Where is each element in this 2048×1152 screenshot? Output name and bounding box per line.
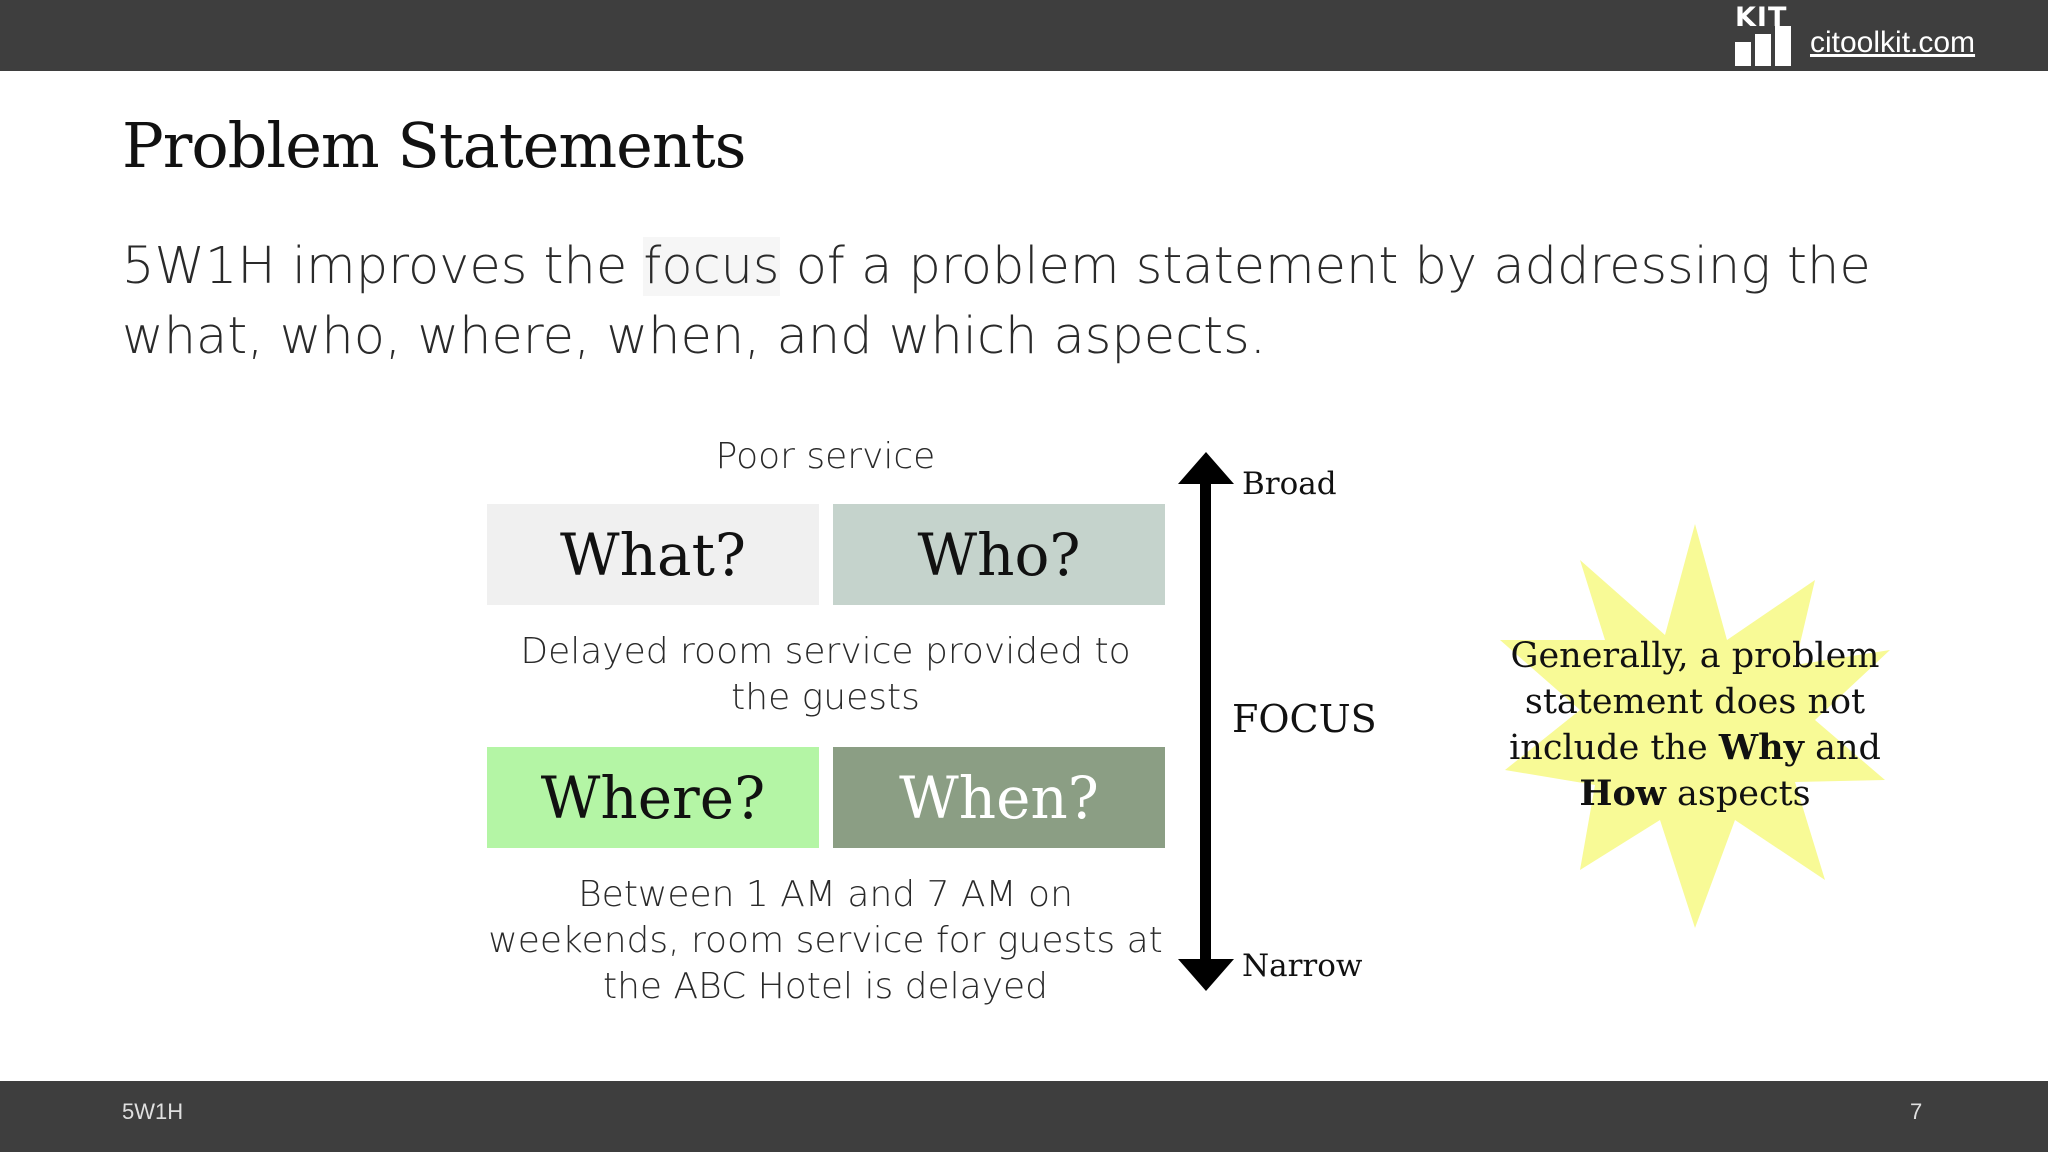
- how-word: How: [1579, 773, 1666, 814]
- why-word: Why: [1718, 727, 1804, 768]
- axis-narrow-label: Narrow: [1242, 948, 1363, 984]
- starburst-polygon: [1500, 524, 1890, 928]
- level-broad-text: Poor service: [715, 436, 936, 477]
- level-narrow-text: Between 1 AM and 7 AM on weekends, room …: [488, 874, 1163, 1007]
- top-bar: [0, 0, 2048, 71]
- kit-logo: KIT: [1733, 4, 1795, 66]
- arrow-up-icon: [1178, 452, 1234, 484]
- site-link[interactable]: citoolkit.com: [1810, 26, 1976, 59]
- callout-note: Generally, a problem statement does not …: [1509, 636, 1881, 814]
- what-label: What?: [560, 520, 746, 589]
- page-title: Problem Statements: [122, 109, 746, 182]
- when-label: When?: [899, 763, 1099, 832]
- when-box: When?: [833, 747, 1165, 848]
- who-label: Who?: [917, 520, 1081, 589]
- what-box: What?: [487, 504, 819, 605]
- subtitle: 5W1H improves the focus of a problem sta…: [122, 237, 1871, 366]
- page-number: 7: [1910, 1099, 1923, 1124]
- focus-axis: [1200, 480, 1211, 962]
- where-box: Where?: [487, 747, 819, 848]
- starburst-shape: [1500, 524, 1890, 928]
- where-label: Where?: [540, 763, 766, 832]
- who-box: Who?: [833, 504, 1165, 605]
- arrow-down-icon: [1178, 959, 1234, 991]
- bottom-bar: [0, 1081, 2048, 1152]
- focus-highlight: focus: [643, 237, 780, 296]
- footer-topic: 5W1H: [122, 1099, 184, 1124]
- level-mid-text: Delayed room service provided to the gue…: [520, 631, 1131, 718]
- axis-broad-label: Broad: [1242, 466, 1337, 502]
- axis-focus-label: FOCUS: [1232, 697, 1377, 741]
